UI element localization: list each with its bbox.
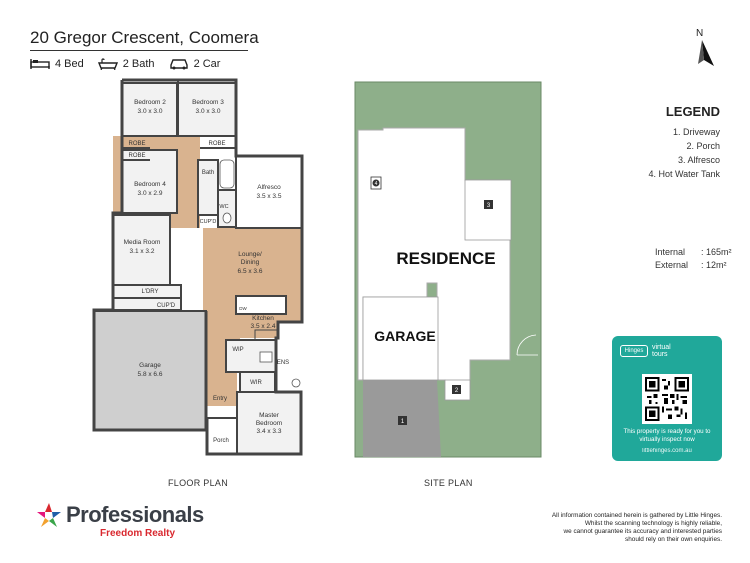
feature-baths-label: 2 Bath (122, 58, 155, 70)
agency-logo: Professionals Freedom Realty (36, 502, 204, 539)
room-entry: Entry (213, 396, 227, 402)
legend-title: LEGEND (665, 104, 720, 119)
room-ldry: L'DRY (141, 289, 158, 295)
feature-list: 4 Bed 2 Bath 2 Car (30, 58, 220, 70)
svg-text:4: 4 (375, 181, 378, 187)
legend-item: 3. Alfresco (677, 155, 720, 165)
feature-beds-label: 4 Bed (55, 58, 84, 70)
site-marker-2: 2 (452, 385, 461, 394)
room-robe-2: ROBE (128, 153, 145, 159)
north-compass: N (690, 26, 724, 75)
star-logo-icon (37, 503, 61, 527)
qr-code-icon[interactable] (642, 374, 692, 424)
room-bath: Bath (202, 170, 214, 176)
legend-list: 1. Driveway 2. Porch 3. Alfresco 4. Hot … (648, 125, 720, 181)
area-external-label: External (655, 260, 689, 270)
room-bedroom3-name: Bedroom 3 (192, 99, 224, 106)
room-bedroom4-name: Bedroom 4 (134, 181, 166, 188)
car-icon (169, 59, 188, 70)
room-wip: WIP (232, 347, 243, 353)
room-robe-3: ROBE (208, 141, 225, 147)
room-cupd-2: CUP'D (157, 303, 176, 309)
svg-text:2: 2 (455, 388, 459, 394)
site-garage-label: GARAGE (374, 328, 435, 344)
room-lounge-size: 6.5 x 3.6 (238, 268, 263, 275)
site-marker-4: 4 (370, 176, 382, 190)
room-garage-name: Garage (139, 362, 161, 369)
area-internal-value: : 165m² (701, 247, 732, 257)
feature-cars: 2 Car (169, 58, 221, 70)
room-alfresco-name: Alfresco (257, 184, 281, 191)
room-bedroom2-size: 3.0 x 3.0 (138, 108, 163, 115)
agency-name: Professionals (66, 502, 204, 527)
disclaimer-line: All information contained herein is gath… (551, 512, 722, 519)
virtual-tour-card[interactable]: Hinges virtual tours This property is re… (612, 336, 722, 461)
room-master-name2: Bedroom (256, 420, 282, 427)
room-alfresco-size: 3.5 x 3.5 (257, 193, 282, 200)
room-lounge-name2: Dining (241, 259, 260, 266)
room-bedroom4-size: 3.0 x 2.9 (138, 190, 163, 197)
room-media-name: Media Room (124, 239, 161, 246)
room-kitchen-name: Kitchen (252, 315, 274, 322)
virtual-tour-header: Hinges virtual tours (620, 344, 671, 358)
room-wc: WC (219, 204, 228, 210)
room-master-size: 3.4 x 3.3 (257, 428, 282, 435)
area-internal-label: Internal (655, 247, 686, 257)
svg-text:3: 3 (487, 203, 491, 209)
property-address: 20 Gregor Crescent, Coomera (30, 28, 259, 47)
floor-plan: Bedroom 2 3.0 x 3.0 Bedroom 3 3.0 x 3.0 … (92, 78, 304, 456)
bed-icon (30, 59, 50, 69)
virtual-tour-url[interactable]: littlehinges.com.au (642, 448, 692, 454)
area-internal: Internal : 165m² (655, 246, 741, 259)
room-cupd-1: CUP'D (200, 219, 217, 225)
room-robe-1: ROBE (128, 141, 145, 147)
site-plan-caption: SITE PLAN (424, 478, 473, 488)
site-plan: 4 3 2 1 RESIDENCE GARAGE (354, 81, 542, 458)
room-lounge-name: Lounge/ (238, 251, 262, 258)
room-garage-size: 5.8 x 6.6 (138, 371, 163, 378)
room-dw: DW (239, 306, 247, 311)
legend-item: 4. Hot Water Tank (648, 169, 720, 179)
feature-baths: 2 Bath (97, 58, 155, 70)
room-master-name: Master (259, 412, 280, 419)
site-marker-3: 3 (484, 200, 493, 209)
feature-beds: 4 Bed (30, 58, 84, 70)
bathtub-icon (97, 58, 118, 70)
room-kitchen-size: 3.5 x 2.4 (251, 323, 276, 330)
room-wir: WIR (250, 380, 262, 386)
disclaimer-line: should rely on their own enquiries. (625, 536, 722, 543)
room-porch: Porch (213, 438, 229, 444)
feature-cars-label: 2 Car (193, 58, 221, 70)
area-external-value: : 12m² (701, 260, 727, 270)
agency-subname: Freedom Realty (100, 528, 176, 539)
room-bedroom2-name: Bedroom 2 (134, 99, 166, 106)
site-residence-label: RESIDENCE (396, 249, 495, 268)
room-ens: ENS (277, 360, 289, 366)
disclaimer-line: Whilst the scanning technology is highly… (584, 520, 722, 527)
svg-text:1: 1 (401, 419, 405, 425)
room-bedroom3-size: 3.0 x 3.0 (196, 108, 221, 115)
area-table: Internal : 165m² External : 12m² (655, 246, 741, 272)
virtual-tours-wordmark: virtual tours (652, 344, 671, 358)
room-media-size: 3.1 x 3.2 (130, 248, 155, 255)
area-external: External : 12m² (655, 259, 741, 272)
compass-label: N (696, 28, 703, 39)
site-marker-1: 1 (398, 416, 407, 425)
legend-item: 1. Driveway (672, 127, 720, 137)
hinges-logo: Hinges (620, 345, 648, 357)
virtual-tour-text: This property is ready for you to virtua… (623, 428, 711, 443)
north-arrow-icon: N (696, 28, 714, 66)
title-underline (30, 50, 248, 51)
floor-plan-caption: FLOOR PLAN (168, 478, 229, 488)
legend-item: 2. Porch (686, 141, 720, 151)
disclaimer: All information contained herein is gath… (502, 512, 722, 544)
disclaimer-line: we cannot guarantee its accuracy and int… (563, 528, 722, 535)
